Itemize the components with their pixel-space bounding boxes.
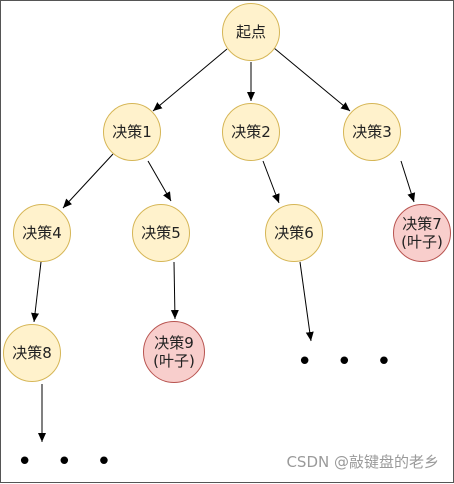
node-decision-9-label: 决策9 — [154, 334, 194, 352]
node-decision-4-label: 决策4 — [22, 224, 62, 242]
node-decision-8: 决策8 — [3, 324, 61, 382]
node-decision-1-label: 决策1 — [112, 123, 152, 141]
node-decision-5-label: 决策5 — [141, 224, 181, 242]
edge-start-d1 — [152, 48, 228, 112]
node-decision-7-leaf-tag: (叶子) — [401, 233, 443, 251]
edge-d1-d4 — [62, 153, 114, 209]
edge-d3-d7 — [400, 160, 416, 203]
node-decision-9-leaf-tag: (叶子) — [153, 352, 195, 370]
node-decision-7-label: 决策7 — [402, 215, 442, 233]
edge-d2-d6 — [262, 160, 280, 204]
node-decision-6-label: 决策6 — [274, 224, 314, 242]
node-decision-1: 决策1 — [103, 103, 161, 161]
edge-d5-d9 — [170, 261, 179, 320]
edge-start-d3 — [273, 47, 351, 112]
node-decision-8-label: 决策8 — [12, 344, 52, 362]
node-decision-5: 决策5 — [132, 204, 190, 262]
node-start: 起点 — [222, 3, 280, 61]
edge-d4-d8 — [31, 261, 42, 323]
node-decision-3-label: 决策3 — [352, 123, 392, 141]
node-decision-9-leaf: 决策9 (叶子) — [143, 321, 205, 383]
ellipsis-below-decision-6: • • • — [297, 347, 400, 377]
node-decision-3: 决策3 — [343, 103, 401, 161]
node-start-label: 起点 — [235, 23, 266, 41]
edge-d6-more — [299, 261, 314, 342]
node-decision-4: 决策4 — [13, 204, 71, 262]
node-decision-7-leaf: 决策7 (叶子) — [393, 204, 451, 262]
watermark: CSDN @敲键盘的老乡 — [286, 453, 439, 471]
node-decision-2-label: 决策2 — [231, 123, 271, 141]
edge-d1-d5 — [147, 160, 172, 202]
node-decision-6: 决策6 — [265, 204, 323, 262]
ellipsis-below-decision-8: • • • — [17, 447, 120, 477]
node-decision-2: 决策2 — [222, 103, 280, 161]
